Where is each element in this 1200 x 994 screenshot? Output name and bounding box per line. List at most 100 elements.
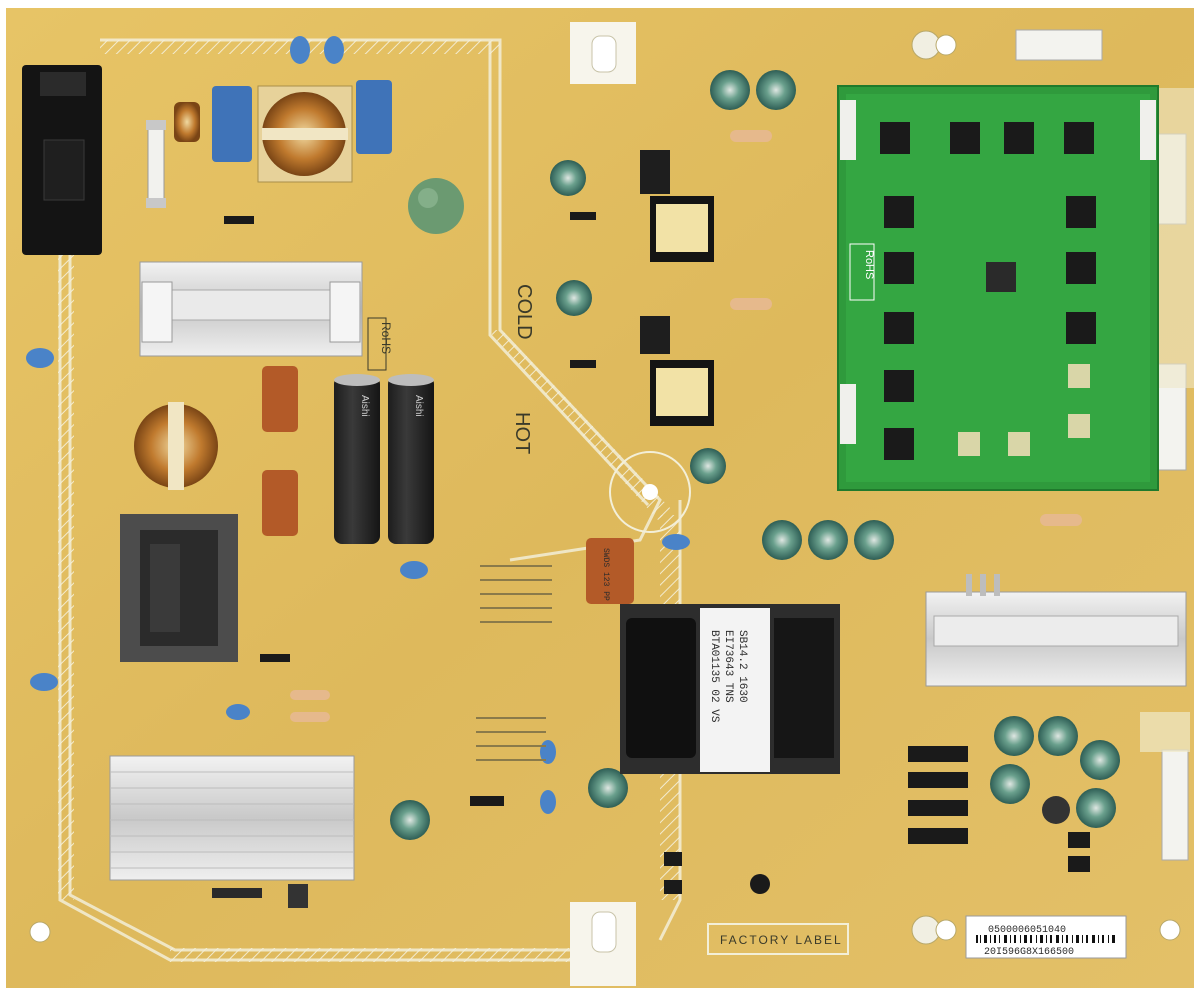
resistor-2 [290, 712, 330, 722]
small-diode-5 [260, 654, 290, 662]
film-cap-2 [262, 470, 298, 536]
smd-ic-2 [664, 880, 682, 894]
connector-top [1015, 29, 1103, 61]
main-transformer-line-3: SB14.2 1630 [736, 630, 748, 703]
ceramic-cap-1 [290, 36, 310, 64]
ac-connector-pin-slot [43, 139, 85, 201]
film-cap-3 [586, 538, 634, 604]
heatsink-upper-clip-right [329, 281, 361, 343]
resistor-5 [1040, 514, 1082, 526]
mounting-tab-bottom-slot [591, 911, 617, 953]
heatsink-output [925, 574, 1187, 687]
rectifier-diode-1 [640, 150, 670, 194]
jumper-wires-lower [476, 717, 546, 761]
daughter-board-rohs: RoHS [863, 250, 875, 279]
bulk-capacitor-1-brand: Aishi [359, 395, 370, 417]
fuse-cap-bottom [146, 198, 166, 208]
ceramic-cap-8 [540, 790, 556, 814]
common-mode-choke-divider [262, 128, 348, 140]
small-cap-11 [994, 716, 1034, 756]
main-transformer-line-1: BTA01135 02 VS [708, 630, 720, 723]
fuse [147, 121, 165, 207]
small-cap-7 [808, 520, 848, 560]
ceramic-cap-5 [30, 673, 58, 691]
zone-cold-label: COLD [513, 284, 535, 340]
small-diode-4 [224, 216, 254, 224]
axial-diode-3 [908, 800, 968, 816]
barcode-bars [976, 935, 1115, 943]
small-cap-5 [690, 448, 726, 484]
small-cap-4 [556, 280, 592, 316]
varistor-highlight [418, 188, 438, 208]
varistor [408, 178, 464, 234]
small-cap-3 [550, 160, 586, 196]
board-center-ring [609, 451, 691, 533]
bottom-transistor [212, 888, 262, 898]
screw-hole-bottom-right-2 [935, 919, 957, 941]
film-cap-1 [262, 366, 298, 432]
resistor-1 [290, 690, 330, 700]
heatsink-upper-clip-left [141, 281, 173, 343]
small-cap-13 [1080, 740, 1120, 780]
hatch-strip-diagonal [488, 330, 672, 520]
small-choke [174, 102, 200, 142]
screw-hole-bottom-right-corner [1159, 919, 1181, 941]
screw-hole-top-right-2 [935, 34, 957, 56]
small-cap-15 [1076, 788, 1116, 828]
axial-diode-1 [908, 746, 968, 762]
zone-hot-label: HOT [511, 412, 533, 454]
bulk-capacitor-2: Aishi [388, 374, 434, 544]
rohs-mark: RoHS [379, 322, 393, 354]
small-cap-9 [588, 768, 628, 808]
x-capacitor-left [212, 86, 252, 162]
ceramic-cap-6 [226, 704, 250, 720]
connector-right-3 [1161, 749, 1189, 861]
bulk-capacitor-1: Aishi [334, 374, 380, 544]
output-inductor-2-core [656, 368, 708, 416]
main-transformer: BTA01135 02 VS EI73643 TNS SB14.2 1630 [620, 604, 840, 774]
serial-sticker-line-1: 0500006051040 [988, 925, 1066, 936]
heatsink-lower [109, 755, 355, 881]
factory-label-text: FACTORY LABEL [720, 933, 843, 947]
factory-label-frame [707, 923, 849, 955]
fuse-cap-top [146, 120, 166, 130]
screw-hole-bottom-left [29, 921, 51, 943]
bulk-capacitor-2-brand: Aishi [413, 395, 424, 417]
jumper-wires-upper [480, 565, 552, 623]
transistor-to92 [750, 874, 770, 894]
board-center-hole [642, 484, 658, 500]
hatch-strip-bottom [170, 948, 585, 962]
small-cap-2 [756, 70, 796, 110]
connector-label-block-2 [1140, 712, 1190, 752]
hatch-strip-left [58, 240, 74, 900]
pfc-choke-divider [168, 402, 184, 490]
small-diode-1 [470, 796, 504, 806]
serial-sticker: 0500006051040 20I596G8X166500 [965, 915, 1127, 959]
smd-ic-4 [1068, 856, 1090, 872]
resistor-4 [730, 298, 772, 310]
small-cap-12 [1038, 716, 1078, 756]
small-electrolytic [288, 884, 308, 908]
led-driver-daughter-board: RoHS [837, 85, 1159, 491]
ceramic-cap-2 [324, 36, 344, 64]
mounting-tab-top-slot [591, 35, 617, 73]
smd-ic-3 [1068, 832, 1090, 848]
ceramic-cap-4 [400, 561, 428, 579]
ac-connector-latch [40, 72, 86, 96]
small-cap-1 [710, 70, 750, 110]
rohs-mark-frame [367, 317, 387, 371]
small-cap-6 [762, 520, 802, 560]
axial-diode-2 [908, 772, 968, 788]
small-diode-2 [570, 212, 596, 220]
standby-transformer-label [150, 544, 180, 632]
small-cap-10 [390, 800, 430, 840]
rectifier-diode-2 [640, 316, 670, 354]
ceramic-cap-9 [662, 534, 690, 550]
axial-diode-4 [908, 828, 968, 844]
ceramic-cap-3 [26, 348, 54, 368]
film-cap-3-text: SWDS 123 PP [601, 548, 610, 601]
small-cap-8 [854, 520, 894, 560]
serial-sticker-line-2: 20I596G8X166500 [984, 947, 1074, 958]
small-diode-3 [570, 360, 596, 368]
heatsink-upper-rail [147, 289, 355, 321]
